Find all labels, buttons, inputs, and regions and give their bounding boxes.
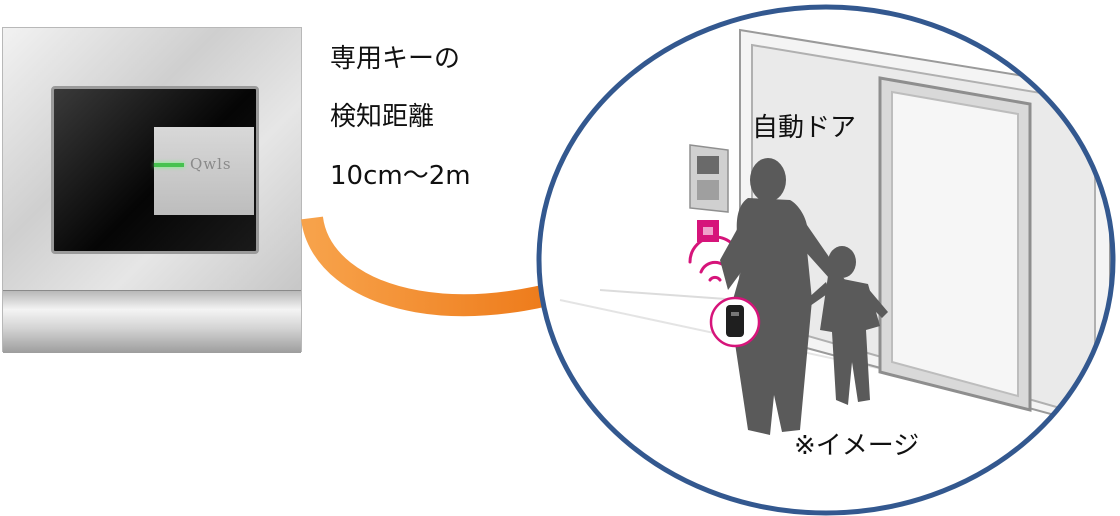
caption-line-3: 10cm〜2m — [330, 161, 471, 191]
sensor-window: Qwls — [51, 86, 259, 254]
image-note: ※イメージ — [794, 431, 920, 461]
child-silhouette — [806, 246, 888, 405]
status-led — [154, 163, 184, 167]
entrance-scene — [539, 7, 1113, 513]
caption-line-2: 検知距離 — [330, 102, 435, 132]
scene-frame-circle — [536, 4, 1116, 516]
sensor-logo: Qwls — [190, 155, 232, 173]
caption-line-1: 専用キーの — [330, 44, 461, 74]
key-fob-icon — [709, 296, 761, 348]
sensor-device-photo: Qwls — [2, 27, 302, 353]
sensor-card: Qwls — [154, 127, 254, 215]
sensor-handle-bar — [3, 290, 301, 353]
door-label: 自動ドア — [752, 113, 857, 143]
intercom-panel — [689, 144, 729, 213]
